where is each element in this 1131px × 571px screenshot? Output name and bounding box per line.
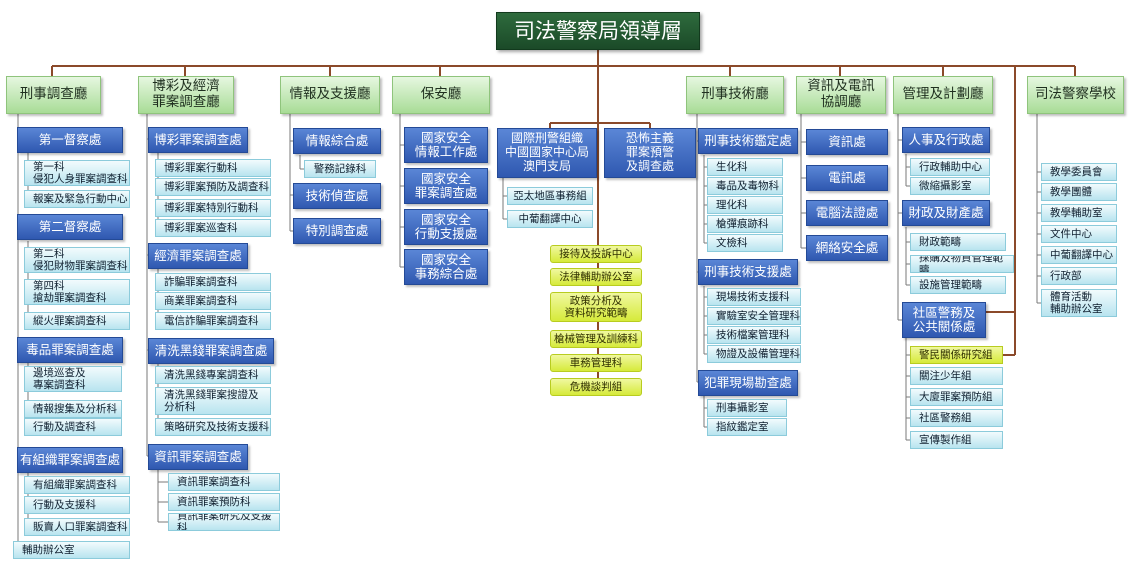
section-item: 中葡翻譯中心 <box>1041 246 1117 264</box>
division-second-inspection: 第二督察處 <box>17 214 123 240</box>
section-item: 教學輔助室 <box>1041 204 1117 222</box>
division-national-security-affairs: 國家安全 事務綜合處 <box>404 249 488 285</box>
unit-item: 接待及投訴中心 <box>550 245 642 263</box>
section-police-relations: 警民關係研究組 <box>910 346 1003 364</box>
division-drug-crime: 毒品罪案調查處 <box>17 337 123 363</box>
section-item: 邊境巡查及 專案調查科 <box>24 366 122 392</box>
section-item: 宣傳製作組 <box>910 431 1003 449</box>
section-item: 關注少年組 <box>910 367 1003 385</box>
section-item: 大廈罪案預防組 <box>910 388 1003 406</box>
section-item: 毒品及毒物科 <box>707 177 783 195</box>
section-item: 教學團體 <box>1041 183 1117 201</box>
dept-it-telecom: 資訊及電訊 協調廳 <box>796 76 886 114</box>
division-money-laundering: 清洗黑錢罪案調查處 <box>148 338 274 364</box>
section-item: 資訊罪案研究及支援科 <box>168 513 280 531</box>
unit-item: 危機談判組 <box>550 378 642 396</box>
section-item: 博彩罪案巡查科 <box>155 219 271 237</box>
division-information: 資訊處 <box>806 129 888 155</box>
dept-management-planning: 管理及計劃廳 <box>893 76 993 114</box>
section-item: 刑事攝影室 <box>707 399 787 417</box>
division-finance-property: 財政及財產處 <box>902 200 990 226</box>
dept-security: 保安廳 <box>392 76 490 114</box>
section-item: 第四科 搶劫罪案調查科 <box>24 279 130 305</box>
unit-item: 政策分析及 資料研究範疇 <box>550 292 642 322</box>
section-item: 文件中心 <box>1041 225 1117 243</box>
section-item: 技術檔案管理科 <box>707 326 801 344</box>
division-telecom: 電訊處 <box>806 165 888 191</box>
division-computer-forensics: 電腦法證處 <box>806 200 888 226</box>
section-item: 現場技術支援科 <box>707 288 801 306</box>
section-item: 情報搜集及分析科 <box>24 400 122 418</box>
section-item: 警務記錄科 <box>304 160 376 178</box>
section-item: 財政範疇 <box>910 233 1006 251</box>
dept-forensic-technology: 刑事技術廳 <box>686 76 784 114</box>
section-item: 策略研究及技術支援科 <box>155 418 271 436</box>
division-economic-crime: 經濟罪案調查處 <box>148 243 248 269</box>
section-item: 博彩罪案特別行動科 <box>155 199 271 217</box>
section-item: 電信詐騙罪案調查科 <box>155 312 271 330</box>
division-intelligence: 情報綜合處 <box>293 128 381 154</box>
division-national-security-crime: 國家安全 罪案調查處 <box>404 168 488 204</box>
dept-gaming-economic-crime: 博彩及經濟 罪案調查廳 <box>138 76 234 114</box>
section-item: 物證及設備管理科 <box>707 345 801 363</box>
section-item: 商業罪案調查科 <box>155 292 271 310</box>
division-terrorism-crime: 恐怖主義 罪案預警 及調查處 <box>604 128 696 178</box>
division-gaming-crime: 博彩罪案調查處 <box>148 127 248 153</box>
section-item: 社區警務組 <box>910 409 1003 427</box>
division-first-inspection: 第一督察處 <box>17 127 123 153</box>
division-national-security-operations: 國家安全 行動支援處 <box>404 209 488 245</box>
division-organized-crime: 有組織罪案調查處 <box>17 447 123 473</box>
section-item: 設施管理範疇 <box>910 276 1006 294</box>
section-item: 資訊罪案調查科 <box>168 473 280 491</box>
section-item: 詐騙罪案調查科 <box>155 273 271 291</box>
dept-criminal-investigation: 刑事調查廳 <box>6 76 101 114</box>
section-item: 採購及物資管理範疇 <box>910 255 1014 273</box>
section-item: 販賣人口罪案調查科 <box>24 518 130 536</box>
section-item: 生化科 <box>707 158 783 176</box>
section-item: 縱火罪案調查科 <box>24 312 130 330</box>
division-national-security-intelligence: 國家安全 情報工作處 <box>404 127 488 163</box>
section-support-office: 輔助辦公室 <box>13 541 130 559</box>
division-personnel-admin: 人事及行政處 <box>902 127 990 153</box>
section-item: 清洗黑錢罪案搜證及 分析科 <box>155 387 271 415</box>
section-item: 實驗室安全管理科 <box>707 307 801 325</box>
leadership-box: 司法警察局領導層 <box>496 12 700 50</box>
section-item: 博彩罪案預防及調查科 <box>155 178 271 196</box>
division-forensic-support: 刑事技術支援處 <box>698 259 798 285</box>
section-item: 有組織罪案調查科 <box>24 476 130 494</box>
division-special-investigation: 特別調查處 <box>293 218 381 244</box>
unit-item: 槍械管理及訓練科 <box>550 330 642 348</box>
division-computer-crime: 資訊罪案調查處 <box>148 444 248 470</box>
division-crime-scene: 犯罪現場勘查處 <box>698 370 798 396</box>
section-item: 教學委員會 <box>1041 163 1117 181</box>
section-item: 槍彈痕跡科 <box>707 215 783 233</box>
section-item: 行動及調查科 <box>24 418 122 436</box>
section-item: 中葡翻譯中心 <box>507 210 593 228</box>
section-item: 理化科 <box>707 196 783 214</box>
division-community-policing: 社區警務及 公共關係處 <box>902 302 986 338</box>
section-item: 指紋鑑定室 <box>707 418 787 436</box>
section-item: 行政輔助中心 <box>910 158 990 176</box>
unit-item: 車務管理科 <box>550 354 642 372</box>
section-item: 第一科 侵犯人身罪案調查科 <box>24 160 130 186</box>
section-item: 微縮攝影室 <box>910 177 990 195</box>
section-item: 清洗黑錢專案調查科 <box>155 366 271 384</box>
division-forensic-examination: 刑事技術鑑定處 <box>698 128 798 154</box>
section-item: 第二科 侵犯財物罪案調查科 <box>24 247 130 273</box>
unit-item: 法律輔助辦公室 <box>550 268 642 286</box>
section-item: 博彩罪案行動科 <box>155 159 271 177</box>
section-item: 行政部 <box>1041 267 1117 285</box>
division-cyber-security: 網絡安全處 <box>806 235 888 261</box>
dept-intelligence-support: 情報及支援廳 <box>280 76 380 114</box>
section-item: 報案及緊急行動中心 <box>24 190 130 208</box>
dept-judiciary-police-school: 司法警察學校 <box>1027 76 1124 114</box>
section-item: 體育活動 輔助辦公室 <box>1041 289 1117 317</box>
division-interpol-macau: 國際刑警組織 中國國家中心局 澳門支局 <box>497 128 597 178</box>
section-item: 文檢科 <box>707 234 783 252</box>
section-item: 資訊罪案預防科 <box>168 493 280 511</box>
division-technical-investigation: 技術偵查處 <box>293 183 381 209</box>
section-item: 亞太地區事務組 <box>507 187 593 205</box>
section-item: 行動及支援科 <box>24 496 130 514</box>
